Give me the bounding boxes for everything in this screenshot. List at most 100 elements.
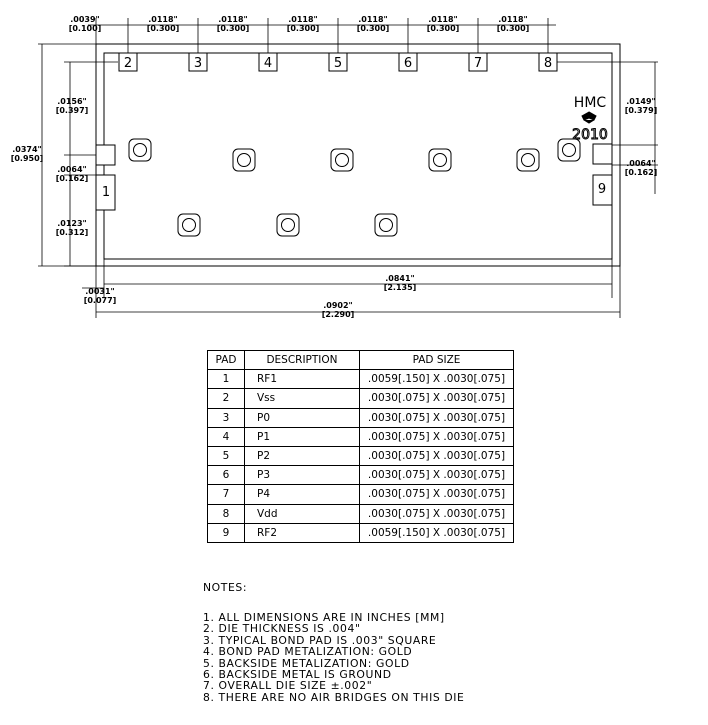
pad-2 bbox=[95, 144, 116, 166]
via bbox=[428, 148, 452, 172]
dim-left-upper-in: .0156" bbox=[57, 97, 86, 106]
via bbox=[128, 138, 152, 162]
pad-11 bbox=[592, 174, 613, 206]
table-row: 5 P2 .0030[.075] X .0030[.075] bbox=[207, 445, 514, 467]
dim-right-pad-in: .0064" bbox=[626, 159, 655, 168]
dim-top-3-in: .0118" bbox=[288, 15, 317, 24]
pad-9 bbox=[538, 52, 558, 72]
dim-left-upper-mm: [0.397] bbox=[56, 106, 89, 115]
cell-pad-size: .0030[.075] X .0030[.075] bbox=[359, 388, 514, 409]
cell-pad: 7 bbox=[207, 484, 245, 505]
dim-top-6-in: .0118" bbox=[498, 15, 527, 24]
cell-description: P2 bbox=[244, 445, 360, 467]
cell-pad-size: .0030[.075] X .0030[.075] bbox=[359, 426, 514, 447]
note-item: 3. TYPICAL BOND PAD IS .003" SQUARE bbox=[203, 633, 437, 647]
pad-table: PAD DESCRIPTION PAD SIZE 1 RF1 .0059[.15… bbox=[207, 349, 514, 543]
cell-pad-size: .0059[.150] X .0030[.075] bbox=[359, 522, 514, 543]
hmc-logo: HMC 2010 bbox=[572, 95, 609, 144]
table-row: 7 P4 .0030[.075] X .0030[.075] bbox=[207, 484, 514, 505]
pad-3 bbox=[118, 52, 138, 72]
cell-pad: 8 bbox=[207, 503, 245, 524]
cell-description: Vss bbox=[244, 388, 360, 409]
via bbox=[374, 213, 398, 237]
cell-description: RF2 bbox=[244, 522, 360, 543]
table-row: 6 P3 .0030[.075] X .0030[.075] bbox=[207, 465, 514, 486]
pad-label-8: 8 bbox=[544, 56, 552, 71]
via bbox=[232, 148, 256, 172]
cell-pad-size: .0030[.075] X .0030[.075] bbox=[359, 407, 514, 428]
cell-pad-size: .0030[.075] X .0030[.075] bbox=[359, 445, 514, 467]
cell-description: P4 bbox=[244, 484, 360, 505]
cell-description: RF1 bbox=[244, 369, 360, 390]
dim-bottom-left-mm: [0.077] bbox=[84, 296, 117, 305]
cell-pad: 1 bbox=[207, 369, 245, 390]
table-row: 1 RF1 .0059[.150] X .0030[.075] bbox=[207, 369, 514, 390]
cell-pad: 4 bbox=[207, 426, 245, 447]
dim-right-upper-in: .0149" bbox=[626, 97, 655, 106]
header-description: DESCRIPTION bbox=[244, 349, 360, 371]
dim-top-1-in: .0118" bbox=[148, 15, 177, 24]
pad-label-4: 4 bbox=[264, 56, 272, 71]
pad-label-3: 3 bbox=[194, 56, 202, 71]
dim-top-6-mm: [0.300] bbox=[497, 24, 530, 33]
table-row: 9 RF2 .0059[.150] X .0030[.075] bbox=[207, 522, 514, 543]
cell-pad-size: .0030[.075] X .0030[.075] bbox=[359, 503, 514, 524]
cell-pad-size: .0030[.075] X .0030[.075] bbox=[359, 465, 514, 486]
note-item: 1. ALL DIMENSIONS ARE IN INCHES [MM] bbox=[203, 611, 445, 624]
header-pad-size: PAD SIZE bbox=[359, 349, 514, 371]
pad-6 bbox=[328, 52, 348, 72]
notes-list: 1. ALL DIMENSIONS ARE IN INCHES [MM] 2. … bbox=[203, 611, 465, 704]
logo-text-hmc: HMC bbox=[574, 95, 607, 111]
dim-top-0-in: .0039" bbox=[70, 15, 99, 24]
dim-bottom-outer-mm: [2.290] bbox=[322, 310, 355, 319]
dim-left-outer-in: .0374" bbox=[12, 145, 41, 154]
pad-label-6: 6 bbox=[404, 56, 412, 71]
ground-vias bbox=[128, 138, 581, 237]
cell-pad: 3 bbox=[207, 407, 245, 428]
top-dimension-labels: .0039" [0.100] .0118" [0.300] .0118" [0.… bbox=[11, 15, 658, 319]
die-outer-outline bbox=[95, 43, 621, 267]
dim-top-1-mm: [0.300] bbox=[147, 24, 180, 33]
pad-7 bbox=[398, 52, 418, 72]
dim-top-5-in: .0118" bbox=[428, 15, 457, 24]
cell-pad: 9 bbox=[207, 522, 245, 543]
pad-number-labels: 1 2 3 4 5 6 7 8 9 bbox=[102, 56, 606, 200]
cell-pad-size: .0059[.150] X .0030[.075] bbox=[359, 369, 514, 390]
logo-text-year: 2010 bbox=[572, 127, 608, 143]
dim-top-3-mm: [0.300] bbox=[287, 24, 320, 33]
dim-bottom-inner-mm: [2.135] bbox=[384, 283, 417, 292]
note-item: 2. DIE THICKNESS IS .004" bbox=[203, 622, 361, 636]
via bbox=[516, 148, 540, 172]
bond-pads bbox=[95, 52, 613, 211]
pad-1 bbox=[95, 174, 116, 211]
pad-8 bbox=[468, 52, 488, 72]
dim-left-lower-mm: [0.312] bbox=[56, 228, 89, 237]
dim-top-0-mm: [0.100] bbox=[69, 24, 102, 33]
note-item: 5. BACKSIDE METALIZATION: GOLD bbox=[203, 656, 410, 670]
note-item: 8. THERE ARE NO AIR BRIDGES ON THIS DIE bbox=[203, 690, 465, 704]
cell-pad: 5 bbox=[207, 445, 245, 467]
notes-title: NOTES: bbox=[203, 581, 248, 594]
dim-right-pad-mm: [0.162] bbox=[625, 168, 658, 177]
dim-bottom-left-in: .0031" bbox=[85, 287, 114, 296]
dim-top-4-in: .0118" bbox=[358, 15, 387, 24]
dim-left-pad-in: .0064" bbox=[57, 165, 86, 174]
via bbox=[177, 213, 201, 237]
dim-right-upper-mm: [0.379] bbox=[625, 106, 658, 115]
pad-5 bbox=[258, 52, 278, 72]
dimension-lines bbox=[38, 18, 658, 318]
pad-4 bbox=[188, 52, 208, 72]
dim-top-2-mm: [0.300] bbox=[217, 24, 250, 33]
cell-description: P1 bbox=[244, 426, 360, 447]
pad-label-9: 9 bbox=[598, 182, 606, 197]
pad-10 bbox=[592, 143, 613, 165]
cell-description: P3 bbox=[244, 465, 360, 486]
dim-top-5-mm: [0.300] bbox=[427, 24, 460, 33]
pad-label-7: 7 bbox=[474, 56, 482, 71]
note-item: 6. BACKSIDE METAL IS GROUND bbox=[203, 668, 392, 682]
pad-label-5: 5 bbox=[334, 56, 342, 71]
dim-bottom-outer-in: .0902" bbox=[323, 301, 352, 310]
via bbox=[557, 138, 581, 162]
table-row: 8 Vdd .0030[.075] X .0030[.075] bbox=[207, 503, 514, 524]
note-item: 4. BOND PAD METALIZATION: GOLD bbox=[203, 645, 413, 659]
